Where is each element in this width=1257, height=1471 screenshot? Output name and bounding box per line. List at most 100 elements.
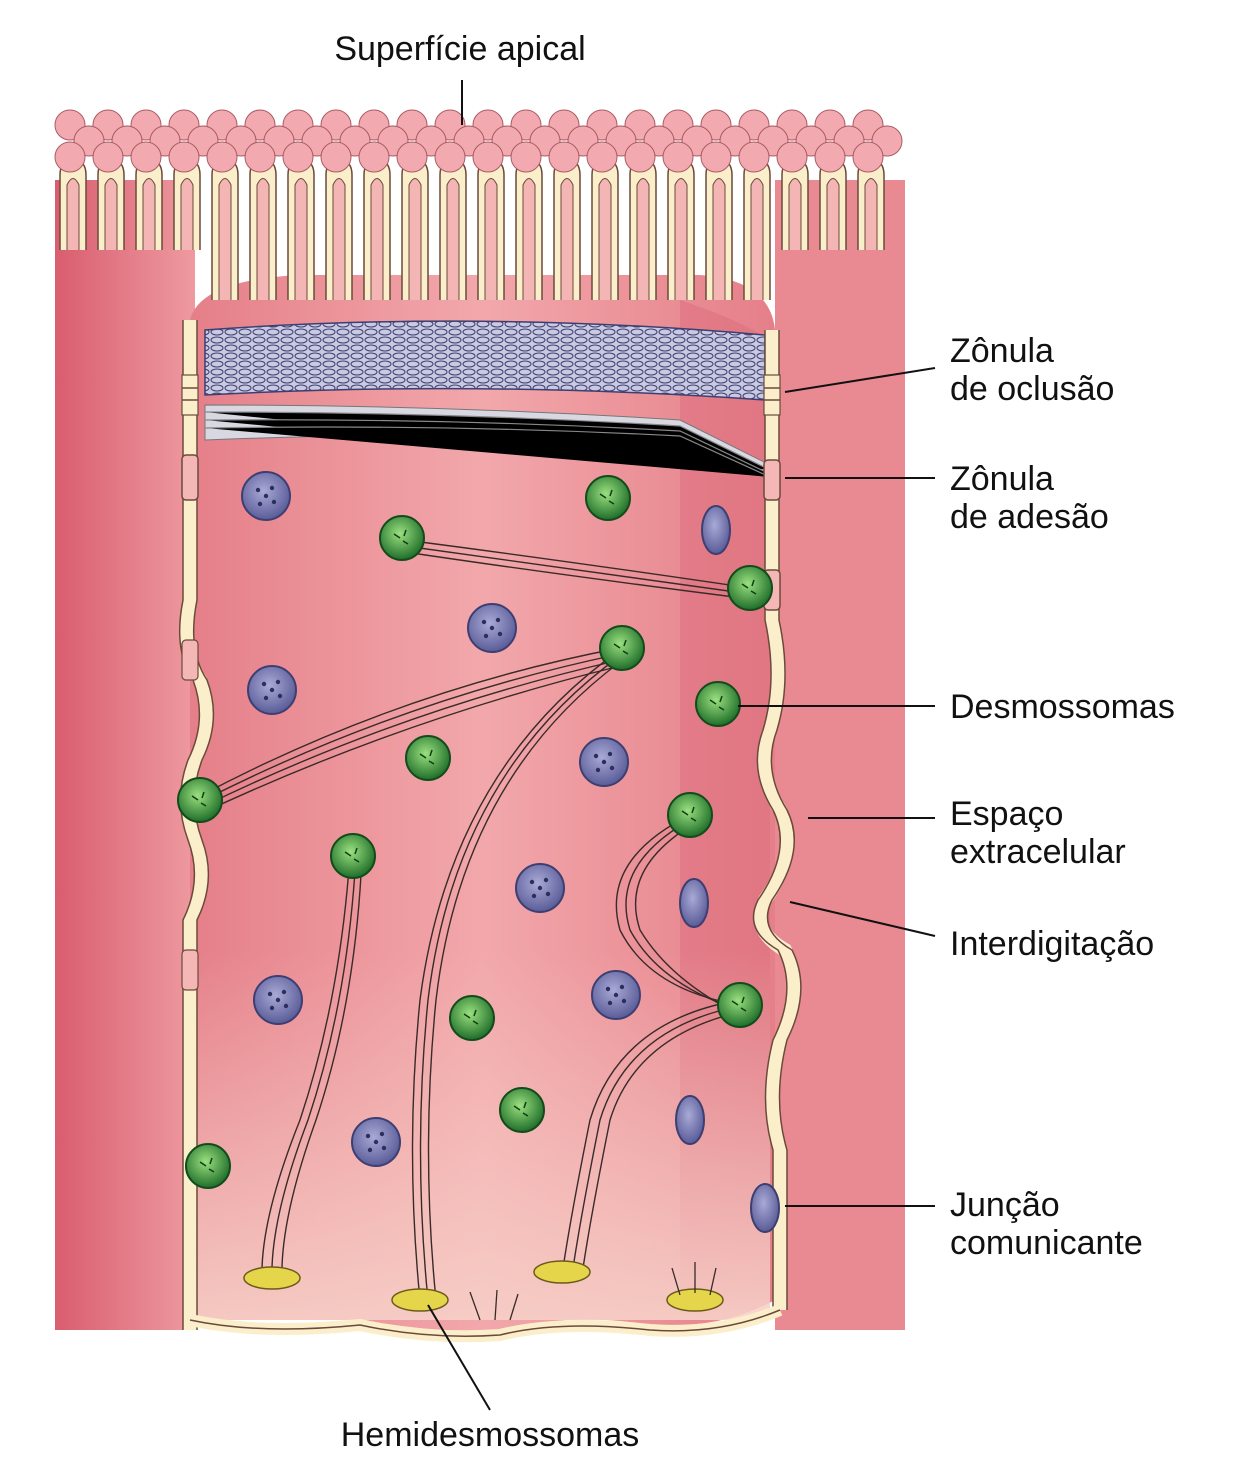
gap-junction-particle	[253, 975, 303, 1025]
microvillus	[705, 159, 733, 300]
microvillus-tip	[510, 141, 542, 173]
microvillus-tip	[54, 141, 86, 173]
desmosome	[449, 995, 495, 1041]
label-zonula-adherens: Zônula de adesão	[950, 460, 1109, 536]
microvillus-tip	[586, 141, 618, 173]
tonofilaments	[199, 539, 751, 1301]
desmosome	[667, 792, 713, 838]
label-desmosomes: Desmossomas	[950, 688, 1175, 726]
microvillus-tip	[92, 141, 124, 173]
microvillus	[553, 159, 581, 300]
label-gap-junction: Junção comunicante	[950, 1186, 1143, 1262]
membrane-sacs-left	[181, 639, 199, 991]
microvillus-tip	[700, 141, 732, 173]
microvillus-tip	[282, 141, 314, 173]
microvillus-tip	[396, 141, 428, 173]
label-zonula-occludens-line2: de oclusão	[950, 370, 1114, 408]
microvillus-tip	[168, 141, 200, 173]
desmosome	[695, 681, 741, 727]
cell-membranes	[178, 320, 802, 1343]
label-zonula-occludens: Zônula de oclusão	[950, 332, 1114, 408]
desmosome	[379, 515, 425, 561]
gap-junction-particle	[515, 863, 565, 913]
gap-junction-particle	[241, 471, 291, 521]
left-neighbor-cell	[55, 180, 195, 1330]
desmosome	[499, 1087, 545, 1133]
leader-lines	[427, 80, 936, 1411]
microvillus	[781, 159, 809, 250]
terminal-web	[204, 320, 771, 481]
microvillus-tip	[814, 141, 846, 173]
right-membrane	[753, 330, 801, 1310]
gap-junction-particles	[241, 471, 780, 1233]
hemidesmosome	[391, 1288, 449, 1312]
microvillus	[667, 159, 695, 300]
label-zonula-adherens-line1: Zônula	[950, 460, 1054, 498]
gap-junction-particle	[591, 970, 641, 1020]
microvillus	[819, 159, 847, 250]
desmosome	[185, 1143, 231, 1189]
label-zonula-adherens-line2: de adesão	[950, 498, 1109, 536]
gap-junction-particle	[351, 1117, 401, 1167]
microvillus	[515, 159, 543, 300]
label-hemidesmosomes: Hemidesmossomas	[341, 1416, 640, 1454]
desmosome	[585, 475, 631, 521]
gap-junction-particle	[679, 878, 709, 928]
desmosomes	[177, 475, 773, 1189]
microvillus	[439, 159, 467, 300]
microvillus	[743, 159, 771, 300]
label-apical-surface: Superfície apical	[334, 30, 585, 68]
microvillus	[363, 159, 391, 300]
microvillus-tip	[852, 141, 884, 173]
microvillus	[401, 159, 429, 300]
labels: Superfície apical Zônula de oclusão Zônu…	[334, 30, 1175, 1454]
desmosome	[330, 833, 376, 879]
gap-junction-particle	[247, 665, 297, 715]
microvillus-tip	[662, 141, 694, 173]
right-neighbor-cell	[775, 180, 905, 1330]
microvillus	[211, 159, 239, 300]
microvillus	[173, 159, 201, 250]
microvillus	[857, 159, 885, 250]
microvillus-tip	[244, 141, 276, 173]
label-extracellular-space: Espaço extracelular	[950, 795, 1126, 871]
microvillus	[477, 159, 505, 300]
microvillus-tip	[624, 141, 656, 173]
desmosome	[717, 982, 763, 1028]
label-zonula-occludens-line1: Zônula	[950, 332, 1054, 370]
microvillus-tip	[320, 141, 352, 173]
label-gap-junction-line1: Junção	[950, 1186, 1060, 1224]
hemidesmosome	[243, 1266, 301, 1290]
label-extracellular-space-line2: extracelular	[950, 833, 1126, 871]
microvillus-tip	[434, 141, 466, 173]
label-interdigitation: Interdigitação	[950, 925, 1154, 963]
microvillus	[59, 159, 87, 250]
microvillus	[135, 159, 163, 250]
gap-junction-particle	[750, 1183, 780, 1233]
microvillus-tip	[206, 141, 238, 173]
desmosome	[599, 625, 645, 671]
microvilli	[54, 109, 903, 300]
microvillus-tip	[738, 141, 770, 173]
microvillus-tip	[358, 141, 390, 173]
hemidesmosomes	[243, 1260, 724, 1321]
gap-junction-particle	[579, 737, 629, 787]
microvillus-tip	[472, 141, 504, 173]
zonula-occludens-right	[763, 374, 781, 416]
desmosome	[727, 565, 773, 611]
gap-junction-particle	[701, 505, 731, 555]
microvillus	[249, 159, 277, 300]
zonula-adherens-left	[181, 454, 199, 501]
hemidesmosome	[533, 1260, 591, 1284]
microvillus	[325, 159, 353, 300]
desmosome	[405, 735, 451, 781]
microvillus	[97, 159, 125, 250]
gap-junction-particle	[467, 603, 517, 653]
label-extracellular-space-line1: Espaço	[950, 795, 1063, 833]
microvillus-tip	[776, 141, 808, 173]
microvillus-tip	[130, 141, 162, 173]
desmosome	[177, 777, 223, 823]
label-gap-junction-line2: comunicante	[950, 1224, 1143, 1262]
microvillus-tip	[548, 141, 580, 173]
